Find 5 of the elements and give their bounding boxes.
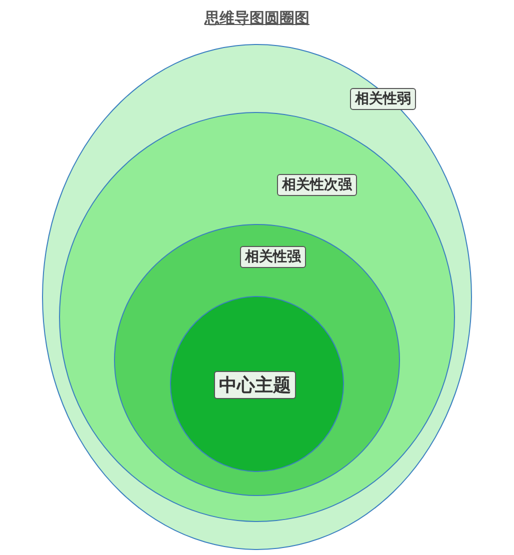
- circle-label: 中心主题: [214, 371, 296, 399]
- circle-label: 相关性弱: [350, 88, 416, 110]
- circle-label: 相关性强: [240, 246, 306, 268]
- title: 思维导图圆圈图: [204, 9, 310, 27]
- circle-label: 相关性次强: [277, 174, 357, 196]
